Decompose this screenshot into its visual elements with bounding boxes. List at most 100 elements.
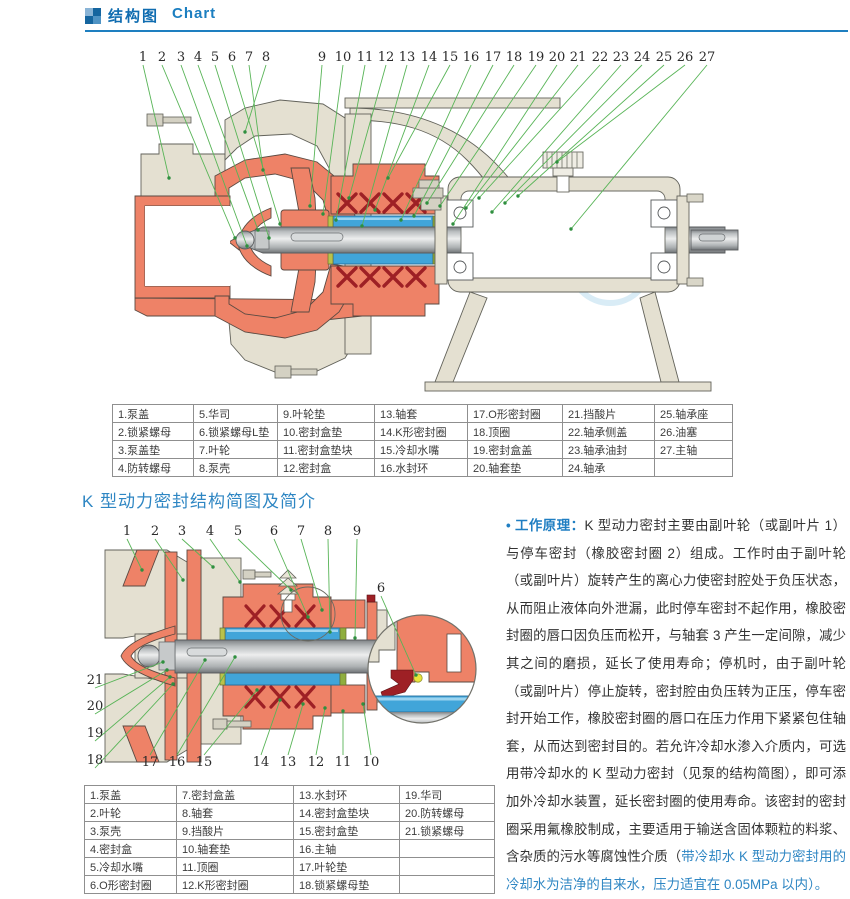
part-cell: 12.密封盒 <box>277 458 375 477</box>
leader-dot <box>555 160 559 164</box>
part-number-label: 26 <box>677 50 694 65</box>
part-cell: 10.密封盒垫 <box>277 422 375 441</box>
leader-dot <box>503 201 507 205</box>
part-number-label: 11 <box>335 755 352 770</box>
part-number-label: 2 <box>158 50 166 65</box>
part-number-label: 10 <box>363 755 380 770</box>
leader-dot <box>353 636 357 640</box>
leader-dot <box>267 236 271 240</box>
part-cell: 20.防转螺母 <box>399 803 495 822</box>
leader-dot <box>165 668 169 672</box>
leader-dot <box>321 212 325 216</box>
leader-line <box>439 64 537 207</box>
part-cell <box>399 857 495 876</box>
part-number-label: 16 <box>169 755 186 770</box>
leader-line <box>361 64 408 227</box>
part-cell: 6.锁紧螺母L垫 <box>193 422 278 441</box>
part-cell: 5.华司 <box>193 404 278 423</box>
leader-dot <box>438 204 442 208</box>
leader-dot <box>516 194 520 198</box>
part-cell: 19.华司 <box>399 785 495 804</box>
part-number-label: 7 <box>245 50 253 65</box>
leader-line <box>387 64 451 179</box>
part-cell: 10.轴套垫 <box>176 839 294 858</box>
leader-dot <box>238 580 242 584</box>
part-number-label: 25 <box>656 50 673 65</box>
part-number-label: 19 <box>87 726 104 741</box>
leader-line <box>570 64 708 230</box>
leader-line <box>273 538 309 618</box>
part-cell: 23.轴承油封 <box>562 440 655 459</box>
part-cell: 19.密封盒盖 <box>467 440 563 459</box>
part-number-label: 17 <box>142 755 159 770</box>
leader-line <box>248 64 264 171</box>
part-number-label: 11 <box>357 50 374 65</box>
leader-line <box>214 64 270 239</box>
leader-dot <box>211 565 215 569</box>
page-title-zh: 结构图 <box>108 8 160 25</box>
part-cell: 1.泵盖 <box>112 404 194 423</box>
bullet: • <box>506 518 511 533</box>
part-number-label: 22 <box>592 50 609 65</box>
part-cell: 24.轴承 <box>562 458 655 477</box>
part-number-label: 13 <box>399 50 416 65</box>
leader-dot <box>181 578 185 582</box>
leader-dot <box>477 196 481 200</box>
part-number-label: 3 <box>178 524 186 539</box>
leader-line <box>504 64 643 204</box>
part-number-label: 6 <box>228 50 236 65</box>
part-number-label: 9 <box>353 524 361 539</box>
leader-dot <box>167 176 171 180</box>
leader-dot <box>425 201 429 205</box>
part-number-label: 19 <box>528 50 545 65</box>
page-title-en: Chart <box>172 5 217 22</box>
part-number-label: 20 <box>549 50 566 65</box>
part-number-label: 18 <box>87 753 104 768</box>
part-number-label: 8 <box>324 524 332 539</box>
leader-line <box>300 538 323 611</box>
leader-line <box>478 64 601 199</box>
part-number-label: 5 <box>234 524 242 539</box>
part-cell <box>399 839 495 858</box>
part-cell: 16.水封环 <box>374 458 468 477</box>
leader-line <box>517 64 665 197</box>
leader-dot <box>360 224 364 228</box>
leader-dot <box>308 204 312 208</box>
part-cell: 15.冷却水嘴 <box>374 440 468 459</box>
leader-line <box>362 703 372 756</box>
part-number-label: 24 <box>634 50 651 65</box>
part-number-label: 2 <box>151 524 159 539</box>
part-cell: 17.叶轮垫 <box>293 857 400 876</box>
leader-line <box>400 64 472 221</box>
part-number-label: 15 <box>196 755 213 770</box>
leader-line <box>287 703 304 756</box>
leader-line <box>94 683 174 769</box>
leader-dot <box>171 682 175 686</box>
part-cell: 1.泵盖 <box>84 785 177 804</box>
leader-line <box>142 64 170 179</box>
leader-line <box>231 64 281 225</box>
leader-dot <box>412 214 416 218</box>
leader-dot <box>464 206 468 210</box>
leader-line <box>327 538 331 633</box>
leader-line <box>465 64 579 209</box>
part-cell: 21.挡酸片 <box>562 404 655 423</box>
part-cell: 15.密封盒垫 <box>293 821 400 840</box>
working-principle-label: 工作原理： <box>514 518 585 533</box>
part-cell: 26.油塞 <box>654 422 733 441</box>
part-cell: 11.顶圈 <box>176 857 294 876</box>
header-rule <box>85 30 848 32</box>
part-number-label: 6 <box>377 581 385 596</box>
leader-line <box>203 689 258 756</box>
leader-line <box>176 656 236 756</box>
leader-line <box>260 699 281 756</box>
part-number-label: 12 <box>378 50 395 65</box>
part-number-label: 10 <box>335 50 352 65</box>
leader-dot <box>451 222 455 226</box>
